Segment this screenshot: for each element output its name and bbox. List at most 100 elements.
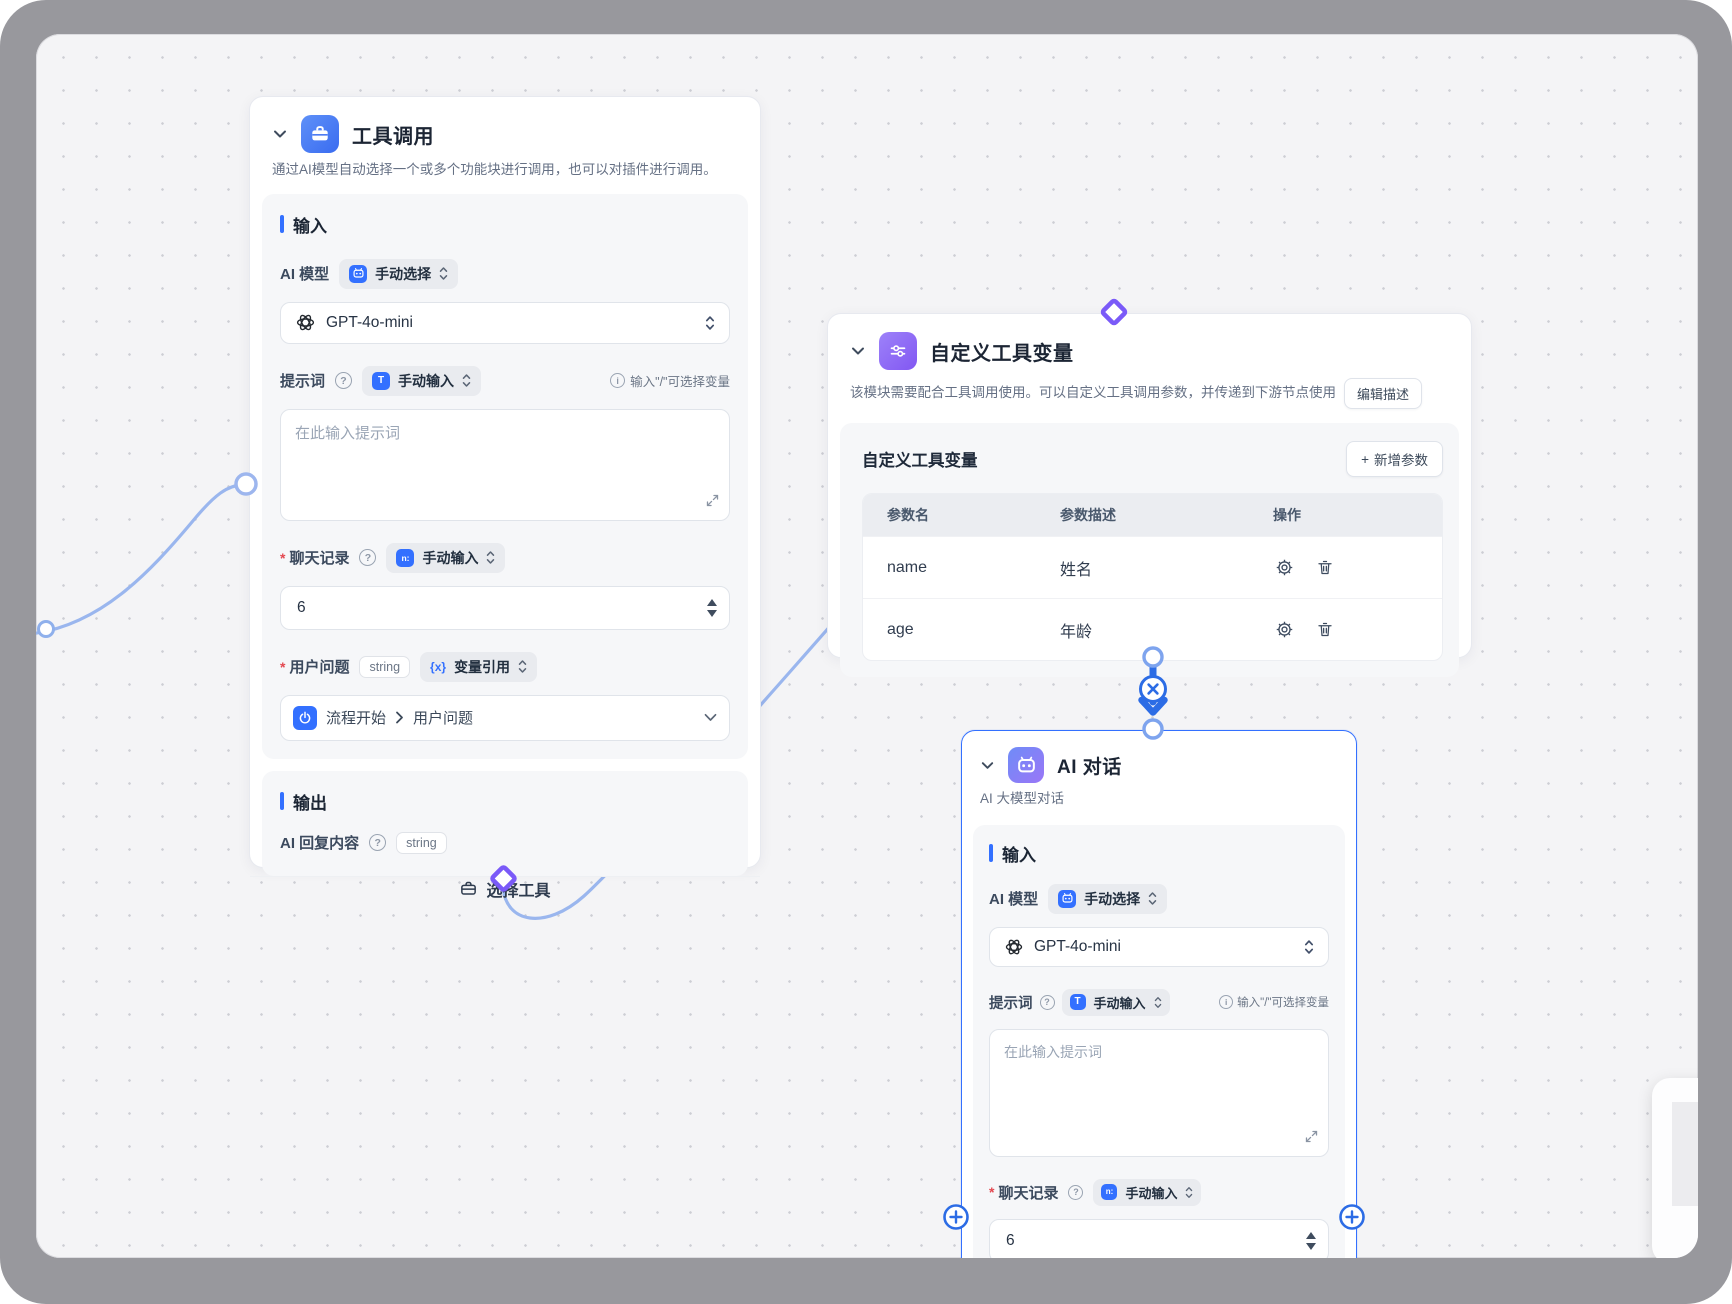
ai-model-label: AI 模型 [280,266,330,284]
history-number-input[interactable]: 6 [280,585,730,630]
param-name-cell: age [887,620,914,638]
params-table: 参数名 参数描述 操作 name 姓名 [862,493,1443,661]
settings-gear-button[interactable] [1273,618,1296,641]
add-param-button[interactable]: + 新增参数 [1346,441,1443,477]
canvas-world: 工具调用 通过AI模型自动选择一个或多个功能块进行调用，也可以对插件进行调用。 … [36,34,1698,1258]
minimap-panel[interactable] [1652,1078,1698,1258]
param-desc-cell: 年龄 [1060,623,1093,641]
gear-icon [1276,559,1293,576]
question-label: 用户问题 [289,659,350,677]
sort-chevrons-icon [462,374,471,388]
text-input-icon: T [1069,994,1086,1011]
model-mode-value: 手动选择 [1084,890,1141,907]
model-select[interactable]: GPT-4o-mini [989,926,1329,967]
openai-logo-icon [296,315,315,331]
help-icon[interactable]: ? [359,549,377,567]
question-variable-value: 用户问题 [413,710,474,728]
node-title: 自定义工具变量 [930,342,1074,365]
edge-endpoint-handle[interactable] [37,620,55,638]
info-icon: i [610,373,626,389]
step-down-button[interactable] [707,609,717,617]
trash-icon [1318,560,1332,575]
collapse-chevron-icon[interactable] [850,343,866,359]
history-number-input[interactable]: 6 [989,1218,1329,1258]
reply-label: AI 回复内容 [280,835,360,853]
collapse-chevron-icon[interactable] [272,126,288,142]
step-down-button[interactable] [1306,1242,1316,1250]
prompt-textarea[interactable]: 在此输入提示词 [989,1028,1329,1157]
info-icon: i [1219,995,1234,1010]
history-value: 6 [297,598,306,616]
expand-icon[interactable] [706,494,719,512]
expand-icon[interactable] [1305,1130,1318,1148]
slash-hint: i 输入"/"可选择变量 [610,371,730,390]
question-mode-dropdown[interactable]: {x} 变量引用 [420,651,538,682]
tool-call-input-panel: 输入 AI 模型 手动选择 [262,193,748,759]
help-icon[interactable]: ? [1068,1184,1084,1200]
robot-icon [349,264,368,283]
prompt-placeholder: 在此输入提示词 [1004,1043,1102,1060]
panel-title: 自定义工具变量 [862,452,978,470]
col-param-desc: 参数描述 [1060,507,1116,523]
arrow-down-icon [1138,696,1168,716]
node-description: 通过AI模型自动选择一个或多个功能块进行调用，也可以对插件进行调用。 [272,162,717,177]
prompt-mode-value: 手动输入 [398,372,455,389]
prompt-textarea[interactable]: 在此输入提示词 [280,408,730,521]
prompt-label: 提示词 [280,373,326,391]
model-select[interactable]: GPT-4o-mini [280,301,730,344]
node-ai-chat[interactable]: AI 对话 AI 大模型对话 输入 AI 模型 手动选择 [961,730,1357,1258]
step-up-button[interactable] [1306,1231,1316,1239]
sort-chevrons-icon [518,660,527,674]
history-label: 聊天记录 [998,1184,1059,1202]
breadcrumb-chevron-icon [396,711,403,724]
edit-description-button[interactable]: 编辑描述 [1344,378,1423,409]
openai-logo-icon [1005,939,1023,955]
input-section-title: 输入 [293,216,327,236]
prompt-label: 提示词 [989,995,1033,1012]
model-mode-dropdown[interactable]: 手动选择 [1048,883,1168,914]
ai-chat-header: AI 对话 [962,731,1356,783]
type-badge: string [396,831,447,854]
history-mode-dropdown[interactable]: n: 手动输入 [1093,1178,1202,1206]
robot-icon [1058,889,1077,908]
node-description: 该模块需要配合工具调用使用。可以自定义工具调用参数，并传递到下游节点使用 [850,385,1336,401]
section-bar [280,215,284,234]
flow-start-icon [293,705,317,730]
sort-chevrons-icon [1154,996,1161,1008]
remove-edge-button[interactable] [1139,675,1167,703]
model-mode-dropdown[interactable]: 手动选择 [339,258,459,289]
question-variable-select[interactable]: 流程开始 用户问题 [280,694,730,741]
help-icon[interactable]: ? [369,834,387,852]
prompt-mode-dropdown[interactable]: T 手动输入 [362,365,482,396]
model-select-value: GPT-4o-mini [326,313,413,331]
slash-hint: i 输入"/"可选择变量 [1219,994,1329,1010]
toolbox-icon [301,115,339,153]
settings-gear-button[interactable] [1273,556,1296,579]
node-custom-tool-vars[interactable]: 自定义工具变量 该模块需要配合工具调用使用。可以自定义工具调用参数，并传递到下游… [827,313,1472,677]
prompt-mode-dropdown[interactable]: T 手动输入 [1061,988,1170,1016]
step-up-button[interactable] [707,598,717,606]
sort-chevrons-icon [487,551,495,565]
sort-chevrons-icon [1148,892,1157,906]
workflow-canvas[interactable]: 工具调用 通过AI模型自动选择一个或多个功能块进行调用，也可以对插件进行调用。 … [36,34,1698,1258]
select-tool-button[interactable]: 选择工具 [250,875,760,901]
col-param-name: 参数名 [887,507,929,523]
node-tool-call[interactable]: 工具调用 通过AI模型自动选择一个或多个功能块进行调用，也可以对插件进行调用。 … [249,96,761,900]
sort-chevrons-icon [439,267,448,281]
table-header-row: 参数名 参数描述 操作 [863,494,1442,536]
required-mark: * [989,1184,995,1201]
param-name-cell: name [887,558,928,576]
dropdown-chevron-icon [704,714,717,722]
model-mode-value: 手动选择 [375,265,432,282]
delete-button[interactable] [1314,556,1336,579]
prompt-mode-value: 手动输入 [1093,995,1146,1011]
collapse-chevron-icon[interactable] [980,758,995,773]
gear-icon [1276,621,1293,638]
help-icon[interactable]: ? [1039,994,1055,1010]
delete-button[interactable] [1314,618,1336,641]
select-chevrons-icon [1304,940,1314,954]
history-mode-dropdown[interactable]: n: 手动输入 [386,542,506,573]
type-badge: string [359,655,411,678]
help-icon[interactable]: ? [335,372,353,390]
